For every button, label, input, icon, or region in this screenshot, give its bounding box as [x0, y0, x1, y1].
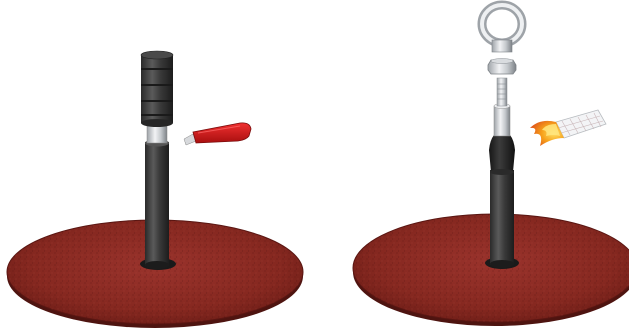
- cutter-knife-icon: [184, 123, 251, 145]
- eye-bolt: ​: [482, 5, 522, 52]
- post-left: [145, 140, 169, 270]
- hex-nut: [488, 59, 516, 75]
- heat-shrink-tube: [489, 135, 515, 175]
- metal-ferrule: [494, 104, 510, 137]
- post-right: [490, 170, 514, 268]
- tape-stack-left: [141, 51, 173, 127]
- heat-gun-icon: [530, 110, 606, 146]
- threaded-stud: [497, 78, 507, 106]
- right-scene: ​: [353, 5, 629, 326]
- left-scene: [7, 51, 303, 328]
